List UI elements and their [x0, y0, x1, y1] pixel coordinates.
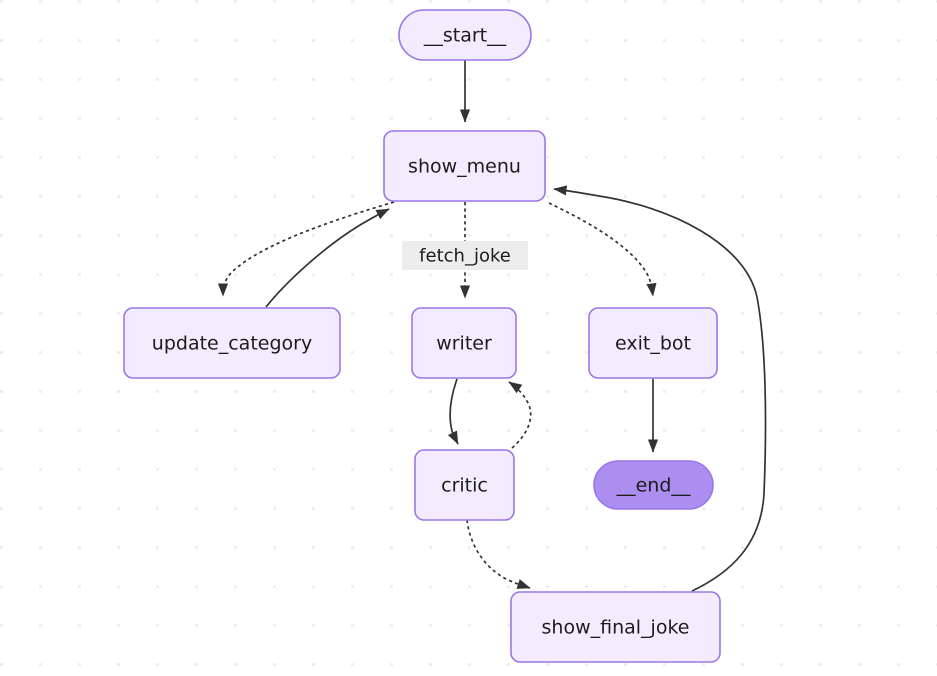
fetch-joke-label-bg — [402, 241, 528, 270]
node-critic-shape[interactable] — [414, 449, 515, 521]
node-exit-bot[interactable]: exit_bot — [588, 307, 718, 379]
node-show-menu-shape[interactable] — [383, 130, 546, 202]
node-end[interactable]: __end__ — [593, 460, 714, 510]
edge-critic-to-show-final-joke — [466, 519, 531, 589]
node-update-category[interactable]: update_category — [123, 307, 341, 379]
edges-layer — [217, 60, 767, 592]
node-exit-bot-shape[interactable] — [588, 307, 718, 379]
node-show-menu[interactable]: show_menu — [383, 130, 546, 202]
edge-show-final-joke-to-show-menu — [553, 185, 767, 592]
node-show-final-joke-shape[interactable] — [510, 591, 721, 663]
edge-labels-layer: fetch_joke — [402, 241, 528, 270]
node-show-final-joke[interactable]: show_final_joke — [510, 591, 721, 663]
fetch-joke-label: fetch_joke — [419, 246, 511, 267]
edge-show-menu-to-update-category — [217, 201, 395, 297]
edge-writer-to-critic — [447, 378, 459, 445]
edge-critic-to-writer — [508, 381, 532, 449]
node-critic[interactable]: critic — [414, 449, 515, 521]
node-end-shape[interactable] — [593, 460, 714, 510]
node-start[interactable]: __start__ — [398, 9, 532, 61]
node-start-shape[interactable] — [398, 9, 532, 61]
node-writer-shape[interactable] — [411, 307, 517, 379]
nodes-layer: __start__ show_menu update_category writ… — [123, 9, 721, 663]
edge-show-menu-to-exit-bot — [548, 202, 657, 297]
node-update-category-shape[interactable] — [123, 307, 341, 379]
edge-update-category-to-show-menu — [265, 208, 390, 308]
node-writer[interactable]: writer — [411, 307, 517, 379]
